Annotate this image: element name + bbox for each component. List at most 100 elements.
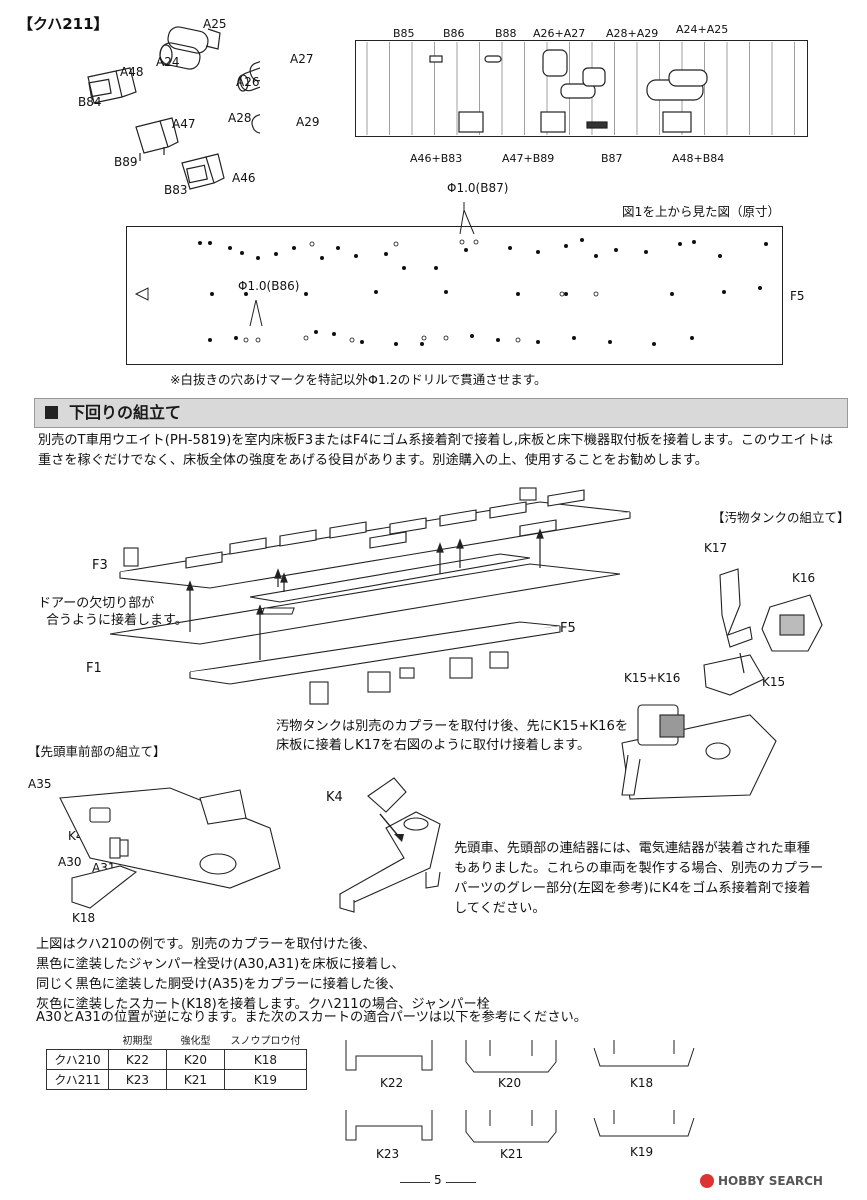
- table-cell: K22: [108, 1049, 167, 1070]
- front-desc-1: 上図はクハ210の例です。別売のカプラーを取付けた後、: [36, 937, 376, 952]
- label-a28-a29: A28+A29: [606, 27, 659, 40]
- label-b88: B88: [495, 27, 517, 40]
- coupler-note-2: もありました。これらの車両を製作する場合、別売のカプラー: [454, 861, 824, 876]
- seat-edge: [229, 538, 267, 554]
- page-number: 5: [430, 1174, 446, 1186]
- part-a26-a27: [237, 56, 260, 92]
- label-b87: B87: [601, 152, 623, 165]
- drill-hole-mark: [571, 335, 576, 340]
- label-a48-b84: A48+B84: [672, 152, 725, 165]
- drill-hole-mark: [291, 246, 296, 251]
- drill-hole-mark: [718, 254, 723, 259]
- tank-title: 【汚物タンクの組立て】: [712, 510, 850, 525]
- label-a30: A30: [58, 855, 82, 869]
- label-skirt-k23: K23: [376, 1147, 400, 1161]
- drill-hole-open-mark: [459, 239, 465, 245]
- table-cell: クハ210: [46, 1049, 109, 1070]
- drill-hole-open-mark: [443, 335, 449, 341]
- table-cell: K20: [166, 1049, 225, 1070]
- drill-hole-mark: [652, 341, 657, 346]
- label-a48: A48: [120, 65, 144, 79]
- label-b84: B84: [78, 95, 102, 109]
- label-f1: F1: [86, 661, 102, 676]
- drill-hole-mark: [198, 241, 203, 246]
- seat-edge: [439, 510, 477, 526]
- drill-hole-mark: [535, 339, 540, 344]
- label-a26: A26: [236, 75, 260, 89]
- cab-block: [123, 547, 139, 567]
- skirt-drawings: [345, 1040, 695, 1143]
- drill-hole-mark: [383, 252, 388, 257]
- drill-hole-open-mark: [255, 337, 261, 343]
- drill-hole-open-mark: [515, 337, 521, 343]
- drill-hole-open-mark: [421, 335, 427, 341]
- arrow-head: [256, 604, 264, 615]
- car-label: 【クハ211】: [18, 15, 109, 33]
- seat-edge: [279, 530, 317, 546]
- intro-line-1: 別売のT車用ウエイト(PH-5819)を室内床板F3またはF4にゴム系接着剤で接…: [38, 433, 834, 448]
- skirt-outline: [345, 1110, 433, 1141]
- table-header-snowplow: スノウプロウ付: [224, 1030, 307, 1050]
- drill-hole-open-mark: [243, 337, 249, 343]
- drill-hole-mark: [331, 331, 336, 336]
- label-k17: K17: [704, 541, 728, 555]
- drill-hole-mark: [678, 242, 683, 247]
- intro-line-2: 重さを稼ぐだけでなく、床板全体の強度をあげる役目があります。別途購入の上、使用す…: [38, 453, 708, 468]
- table-cell: K21: [166, 1069, 225, 1090]
- drill-hole-mark: [644, 250, 649, 255]
- arrow-head: [536, 528, 544, 539]
- drill-hole-mark: [613, 248, 618, 253]
- skirt-detail: [489, 1040, 533, 1056]
- drill-hole-mark: [579, 238, 584, 243]
- drill-hole-mark: [607, 339, 612, 344]
- drill-hole-mark: [210, 292, 215, 297]
- drill-hole-open-mark: [559, 291, 565, 297]
- label-phi-b86: Φ1.0(B86): [238, 279, 300, 293]
- table-row: クハ211 K23 K21 K19: [46, 1069, 307, 1090]
- label-skirt-k21: K21: [500, 1147, 524, 1161]
- drill-hole-mark: [563, 292, 568, 297]
- drill-caption: 図1を上から見た図（原寸）: [622, 204, 780, 219]
- drill-hole-open-mark: [473, 239, 479, 245]
- section-title: 下回りの組立て: [69, 403, 182, 422]
- label-b85: B85: [393, 27, 415, 40]
- drill-hole-mark: [313, 329, 318, 334]
- cab-block: [519, 487, 537, 501]
- label-k18: K18: [72, 911, 96, 925]
- drill-hole-mark: [419, 341, 424, 346]
- seat-shape: [547, 489, 585, 507]
- seat-edge: [547, 490, 585, 506]
- tank-note-2: 床板に接着しK17を右図のように取付け接着します。: [276, 738, 591, 753]
- section-header: 下回りの組立て: [34, 398, 848, 428]
- skirt-outline: [345, 1040, 433, 1071]
- label-phi-b87: Φ1.0(B87): [447, 181, 509, 195]
- label-a27: A27: [290, 52, 314, 66]
- watermark: HOBBY SEARCH: [718, 1174, 823, 1188]
- parts-illustration: [87, 26, 260, 190]
- label-skirt-k20: K20: [498, 1076, 522, 1090]
- label-a29: A29: [296, 115, 320, 129]
- drill-hole-mark: [463, 248, 468, 253]
- drill-hole-mark: [507, 246, 512, 251]
- drill-hole-mark: [273, 252, 278, 257]
- label-k15-k16: K15+K16: [624, 671, 681, 685]
- arrow-head: [280, 572, 288, 583]
- tank-drawing: [621, 568, 823, 800]
- drill-hole-mark: [443, 290, 448, 295]
- seat-edge: [185, 552, 223, 568]
- skirt-outline: [465, 1110, 557, 1143]
- drill-hole-mark: [563, 244, 568, 249]
- part-a46-b83: [181, 153, 225, 190]
- drill-hole-mark: [692, 240, 697, 245]
- seat-edge: [329, 522, 367, 538]
- drill-hole-open-mark: [303, 335, 309, 341]
- floor-assembly-drawing: [109, 487, 631, 705]
- label-f3: F3: [92, 558, 108, 573]
- skirt-detail: [613, 1110, 675, 1124]
- skirt-outline: [465, 1040, 557, 1073]
- drill-hole-mark: [255, 256, 260, 261]
- skirt-parts-table: 初期型 強化型 スノウプロウ付 クハ210 K22 K20 K18 クハ211 …: [46, 1030, 307, 1090]
- label-k16: K16: [792, 571, 816, 585]
- arrow-head: [186, 580, 194, 591]
- drill-hole-mark: [303, 292, 308, 297]
